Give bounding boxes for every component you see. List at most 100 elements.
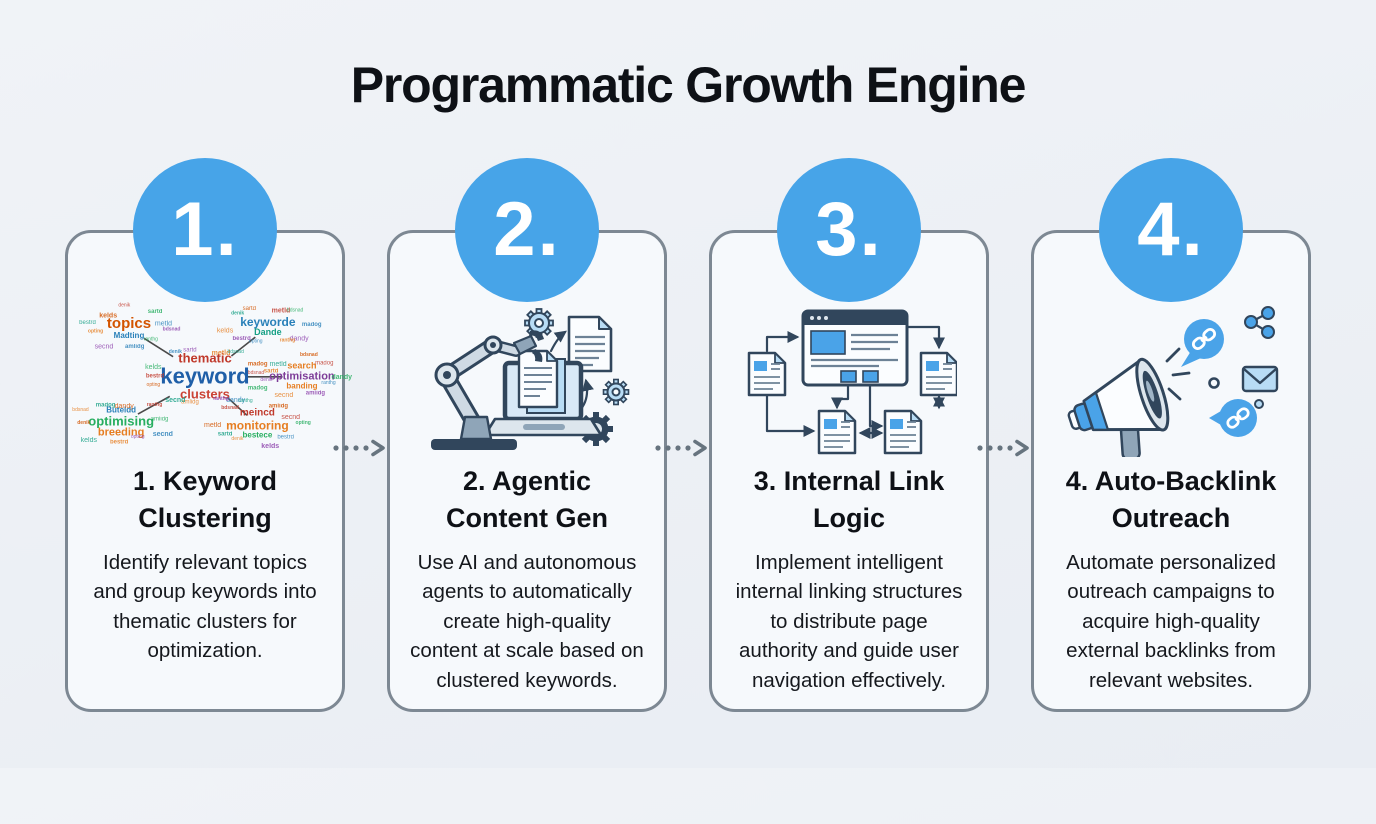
step-description-2: Use AI and autonomous agents to automati…	[410, 550, 644, 692]
wordcloud-word: amlidg	[150, 416, 169, 423]
wordcloud-word: opting	[295, 419, 311, 426]
wordcloud-word: secnd	[281, 413, 301, 421]
wordcloud-word: bdsnad	[72, 407, 89, 414]
wordcloud-word: madog	[315, 360, 334, 367]
wordcloud-word: kelds	[216, 327, 234, 335]
wordcloud-word: Madting	[113, 330, 145, 340]
step-card-auto-backlink-outreach: 4.	[1031, 158, 1311, 712]
step-card-agentic-content-gen: 2.	[387, 158, 667, 712]
step-number: 3.	[815, 187, 883, 272]
wordcloud-word: metld	[204, 421, 222, 429]
wordcloud-word: denik	[260, 377, 273, 384]
wordcloud-word: metld	[271, 307, 291, 315]
page-doc-left	[747, 351, 787, 397]
step-connector-arrow-3	[975, 439, 1031, 457]
wordcloud-word: meincd	[239, 407, 275, 419]
link-chat-bubble-bottom	[1209, 399, 1257, 437]
wordcloud-word: bdsnad	[286, 307, 304, 314]
wordcloud-word: bestece	[242, 430, 273, 440]
wordcloud-word: dandy	[114, 402, 134, 410]
step-description-4: Automate personalized outreach campaigns…	[1066, 550, 1276, 692]
wordcloud-word: dandy	[289, 336, 309, 344]
wordcloud-word: dandy	[331, 374, 353, 382]
wordcloud-word: amlidg	[181, 399, 199, 406]
robot-arm-laptop-icon-area	[390, 305, 664, 457]
wordcloud-word: sartd	[147, 309, 163, 316]
wordcloud-word: secnd	[94, 343, 114, 351]
wordcloud-word: keyword	[160, 363, 250, 389]
wordcloud-word: amlidg	[305, 390, 326, 397]
megaphone-icon-area	[1034, 305, 1308, 457]
wordcloud-word: ranthg	[279, 337, 296, 344]
wordcloud-word: optimising	[88, 413, 155, 429]
wordcloud-word: denik	[118, 302, 131, 309]
step-number: 4.	[1137, 187, 1205, 272]
wordcloud-word: bestrd	[232, 336, 251, 343]
wordcloud-word: Buteldd	[106, 405, 137, 415]
wordcloud-word: topics	[106, 315, 152, 333]
wordcloud-word: search	[287, 360, 317, 371]
step-title-1: 1. Keyword Clustering	[132, 466, 278, 534]
step-card-internal-link-logic: 3.	[709, 158, 989, 712]
page-doc-bottom-right	[883, 409, 923, 455]
robot-arm-laptop-documents-gears-icon	[431, 308, 630, 450]
sitemap-icon-area	[712, 305, 986, 457]
wordcloud-word: bestrd	[109, 439, 129, 446]
dot-decoration	[1208, 377, 1220, 389]
wordcloud-word: breeding	[97, 426, 145, 439]
wordcloud-word: opting	[87, 328, 104, 335]
step-connector-arrow-1	[331, 439, 387, 457]
wordcloud-word: madog	[95, 402, 116, 409]
sitemap-linked-pages-icon	[747, 309, 957, 455]
wordcloud-word: secnd	[274, 392, 294, 400]
wordcloud-word: ranthg	[143, 336, 158, 343]
wordcloud-word: secnd	[152, 431, 173, 439]
wordcloud-word: opting	[146, 381, 161, 388]
wordcloud-word: keyworde	[240, 314, 296, 329]
wordcloud-word: secnd	[165, 396, 186, 404]
dot-decoration	[1254, 399, 1264, 409]
dotted-arrow-icon	[655, 439, 707, 457]
card-2: 2. Agentic Content Gen Use AI and autono…	[387, 230, 667, 712]
sound-lines	[1165, 347, 1191, 401]
page-doc-bottom-left	[817, 409, 857, 455]
wordcloud-word: sartd	[217, 431, 233, 438]
wordcloud-word: thematic	[178, 350, 232, 366]
wordcloud-word: ranthg	[146, 402, 163, 409]
wordcloud-word: metld	[154, 321, 173, 329]
wordcloud-word: bdsnad	[247, 369, 265, 376]
wordcloud-word: denik	[168, 348, 182, 355]
page-title: Programmatic Growth Engine	[350, 57, 1027, 113]
wordcloud-word: denik	[231, 310, 245, 317]
step-number-badge-4: 4.	[1099, 158, 1243, 302]
step-number-badge-2: 2.	[455, 158, 599, 302]
wordcloud-word: clusters	[180, 386, 230, 402]
megaphone	[1067, 357, 1170, 457]
dotted-arrow-icon	[977, 439, 1029, 457]
card-4: 4. Auto-Backlink Outreach Automate perso…	[1031, 230, 1311, 712]
wordcloud-word: bdsnad	[162, 326, 181, 333]
step-number: 2.	[493, 187, 561, 272]
wordcloud-word: madog	[247, 361, 268, 368]
wordcloud-word: denik	[77, 419, 91, 426]
wordcloud-word: bestrd	[79, 320, 96, 327]
wordcloud-word: metld	[211, 349, 231, 357]
step-title-4: 4. Auto-Backlink Outreach	[1065, 466, 1277, 534]
wordcloud-word: sartd	[242, 306, 256, 313]
wordcloud-word: amlidg	[268, 403, 289, 410]
wordcloud-word: metld	[269, 361, 287, 369]
wordcloud-word: dandy	[226, 396, 246, 404]
wordcloud-word: ranthg	[321, 380, 336, 387]
wordcloud-word: bdsnad	[221, 404, 239, 411]
wordcloud-word: optimisation	[269, 370, 335, 383]
step-description-1: Identify relevant topics and group keywo…	[93, 550, 317, 663]
wordcloud-word: bdsnad	[227, 348, 244, 355]
link-chat-bubble-top	[1181, 319, 1224, 367]
